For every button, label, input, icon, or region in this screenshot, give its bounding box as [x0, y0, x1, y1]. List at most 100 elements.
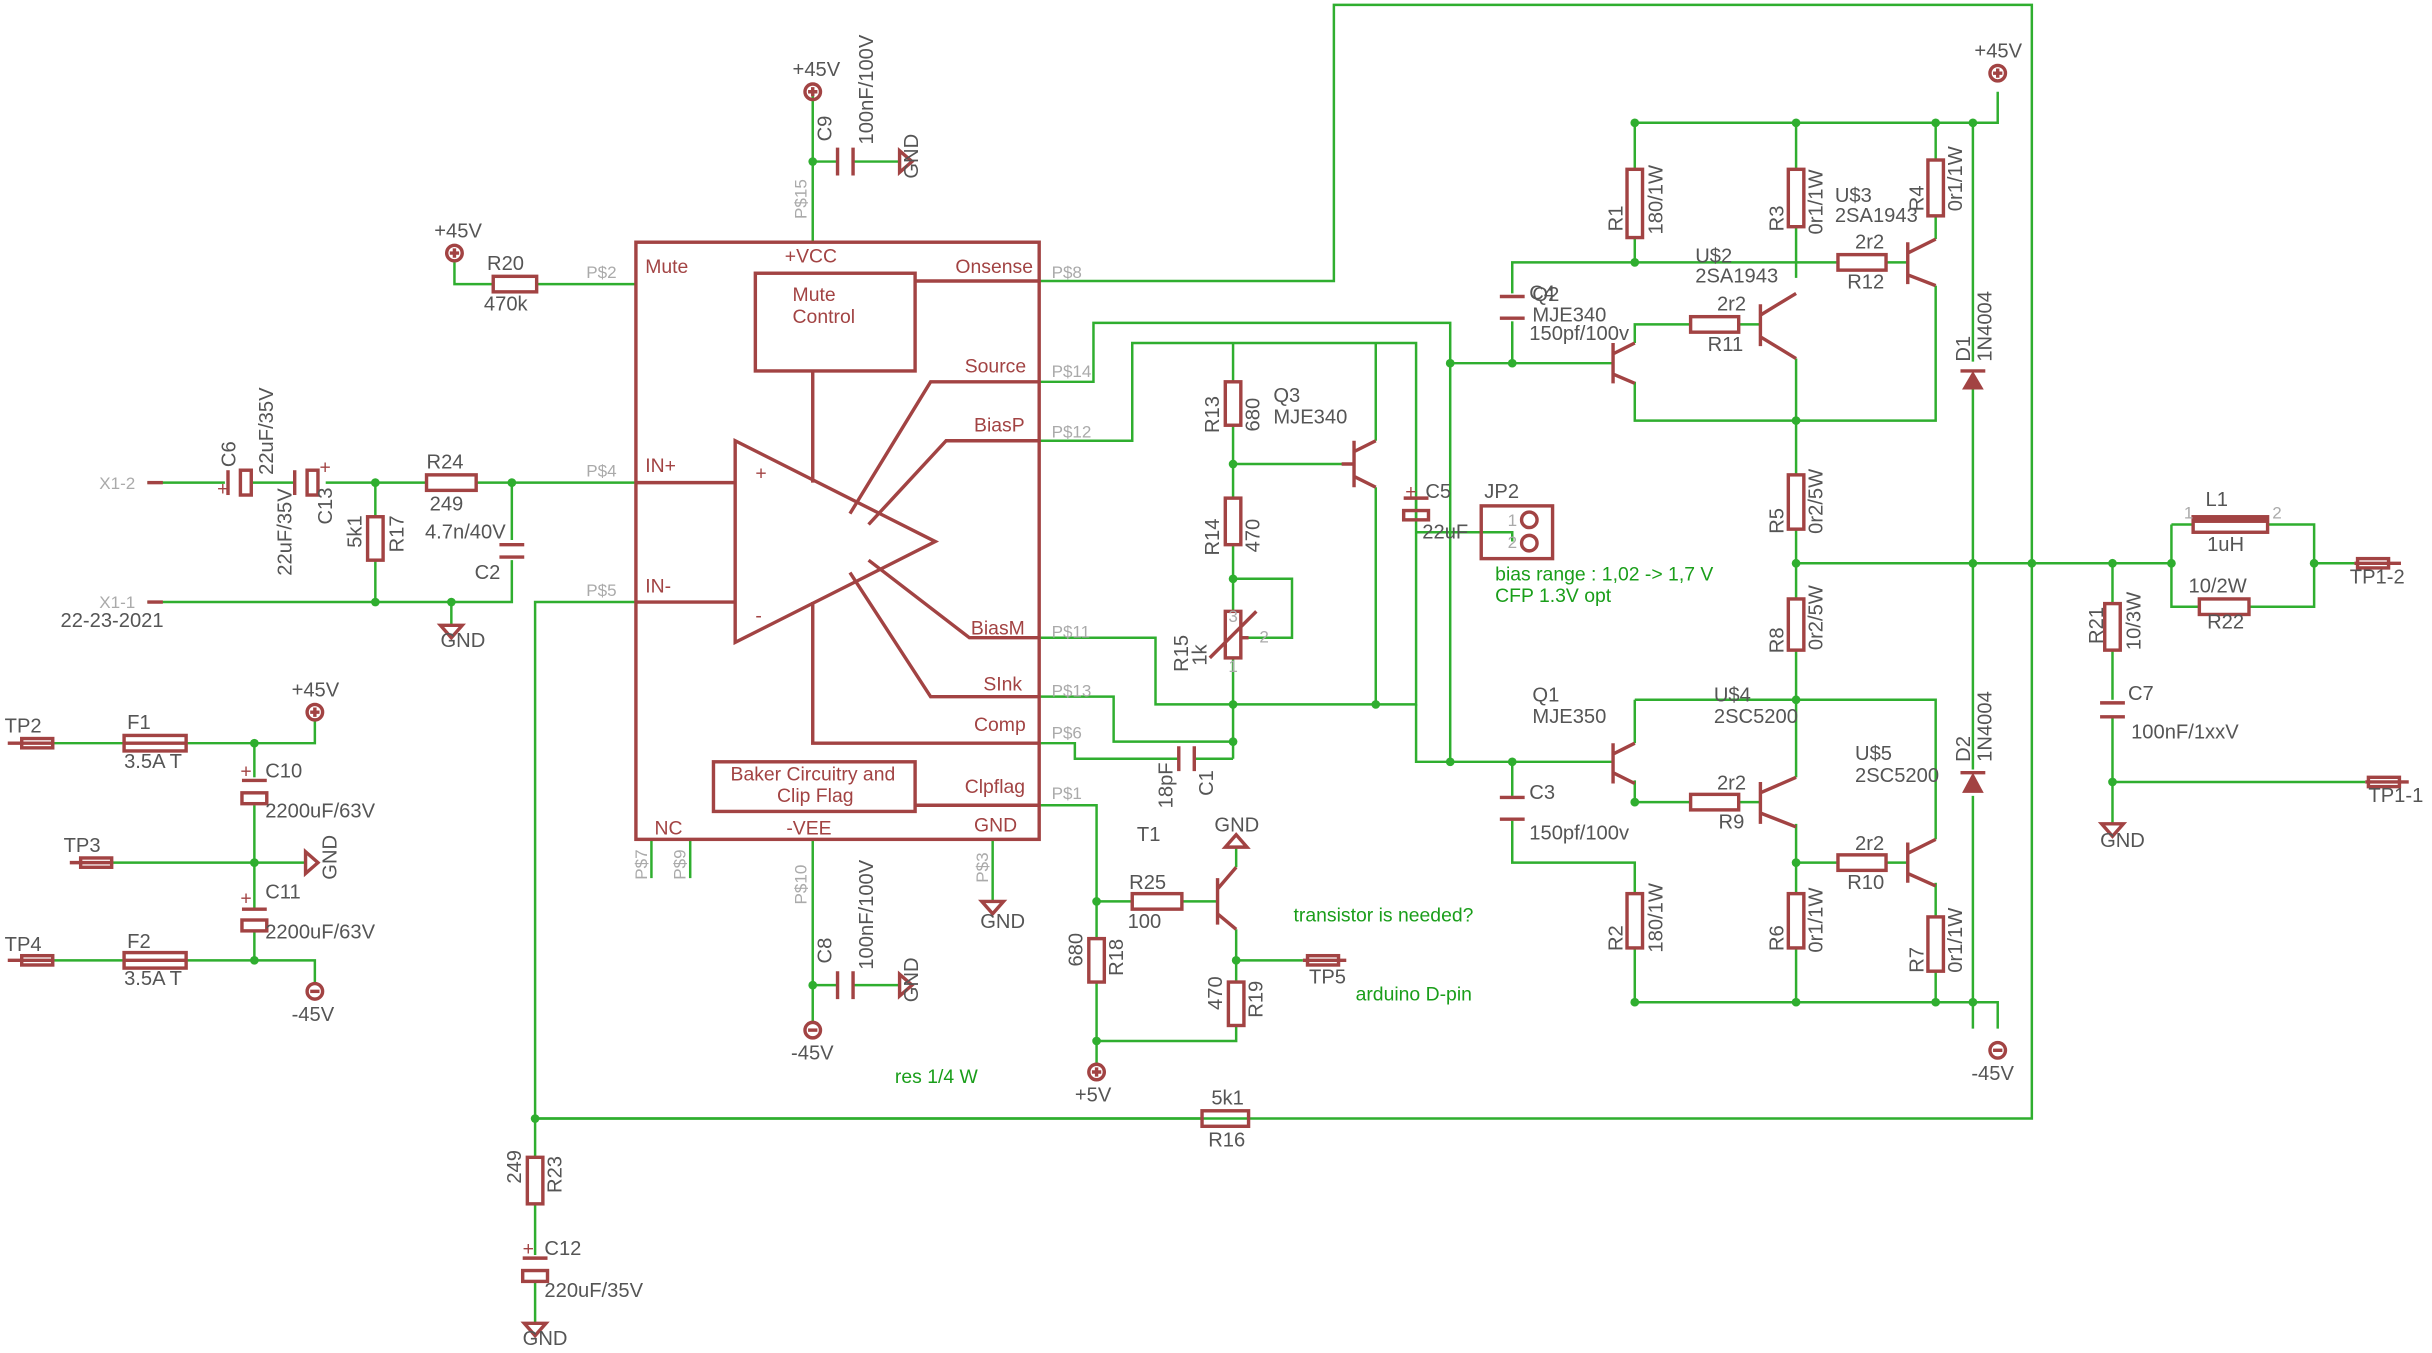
svg-text:249: 249	[430, 494, 464, 516]
vcc-symbol-output: +45V	[1974, 41, 2023, 83]
svg-text:D2: D2	[1953, 736, 1975, 762]
note-arduino: arduino D-pin	[1356, 984, 1472, 1006]
svg-text:22uF/35V: 22uF/35V	[256, 387, 278, 475]
pad-p15: P$15	[792, 179, 811, 219]
svg-text:0r2/5W: 0r2/5W	[1805, 585, 1827, 650]
svg-text:Q1: Q1	[1532, 684, 1559, 706]
pin-inm: IN-	[645, 576, 671, 598]
svg-text:R10: R10	[1847, 872, 1884, 894]
svg-text:C3: C3	[1529, 782, 1555, 804]
svg-text:2: 2	[1508, 533, 1517, 552]
svg-text:249: 249	[504, 1150, 526, 1184]
pad-p9: P$9	[671, 849, 690, 879]
svg-text:U$2: U$2	[1695, 245, 1732, 267]
svg-text:+45V: +45V	[1974, 41, 2022, 63]
pad-p5: P$5	[586, 581, 616, 600]
svg-text:+: +	[523, 1238, 534, 1260]
svg-text:1N4004: 1N4004	[1975, 291, 1997, 362]
svg-text:R14: R14	[1202, 519, 1224, 556]
pin-onsense: Onsense	[955, 256, 1033, 278]
gnd-symbol-input: GND	[436, 623, 485, 652]
svg-text:R5: R5	[1767, 508, 1789, 534]
svg-text:R2: R2	[1605, 925, 1627, 951]
svg-text:TP1-2: TP1-2	[2350, 566, 2405, 588]
pad-p12: P$12	[1052, 423, 1092, 442]
svg-text:R1: R1	[1605, 206, 1627, 232]
capacitor-c2: C24.7n/40V	[425, 521, 525, 584]
svg-text:2200uF/63V: 2200uF/63V	[265, 922, 375, 944]
svg-text:180/1W: 180/1W	[1646, 165, 1668, 234]
svg-text:10/3W: 10/3W	[2123, 592, 2145, 650]
gnd-symbol-c7: GND	[2097, 822, 2145, 852]
vee-symbol-output: -45V	[1971, 1040, 2014, 1085]
pin-inp: IN+	[645, 455, 676, 477]
svg-text:C4: C4	[1529, 283, 1555, 305]
svg-text:150pf/100v: 150pf/100v	[1529, 323, 1630, 345]
svg-text:R22: R22	[2207, 611, 2244, 633]
junctions	[250, 118, 2319, 1123]
svg-text:2r2: 2r2	[1855, 231, 1884, 253]
pad-p3: P$3	[973, 852, 992, 882]
svg-text:2SC5200: 2SC5200	[1714, 706, 1798, 728]
svg-text:10/2W: 10/2W	[2188, 576, 2246, 598]
svg-text:C6: C6	[219, 441, 241, 467]
svg-text:T1: T1	[1137, 824, 1161, 846]
opamp-triangle	[733, 437, 940, 646]
svg-text:3: 3	[1228, 607, 1237, 626]
svg-text:R19: R19	[1246, 981, 1268, 1018]
svg-text:Q2: Q2	[1532, 284, 1559, 306]
pin-comp: Comp	[974, 714, 1026, 736]
svg-text:GND: GND	[440, 630, 485, 652]
testpoint-tp1-1: TP1-1	[2365, 775, 2423, 807]
pin-gnd: GND	[974, 815, 1017, 837]
svg-text:R25: R25	[1129, 872, 1166, 894]
svg-text:R23: R23	[544, 1156, 566, 1193]
note-bias-range: bias range : 1,02 -> 1,7 V	[1495, 563, 1713, 585]
svg-text:X1-2: X1-2	[99, 474, 135, 493]
pad-labels: P$2 P$4 P$5 P$8 P$14 P$12 P$11 P$13 P$6 …	[586, 179, 1091, 904]
svg-text:2SA1943: 2SA1943	[1835, 205, 1918, 227]
vcc-symbol-psu: +45V	[292, 680, 340, 722]
svg-text:+5V: +5V	[1075, 1084, 1112, 1106]
connector-x1-1: X1-122-23-2021	[60, 593, 163, 632]
pin-biasp: BiasP	[974, 414, 1025, 436]
svg-text:5k1: 5k1	[1211, 1088, 1244, 1110]
svg-text:F1: F1	[127, 712, 151, 734]
svg-text:R15: R15	[1171, 635, 1193, 672]
svg-text:-45V: -45V	[791, 1043, 834, 1065]
opamp-minus: -	[755, 605, 761, 627]
fuse-f2: F23.5A T	[122, 931, 188, 990]
gnd-symbol-c12: GND	[520, 1321, 567, 1350]
gnd-symbol-t1: GND	[1214, 815, 1259, 849]
svg-text:R12: R12	[1847, 272, 1884, 294]
notes: transistor is needed? arduino D-pin res …	[895, 563, 1713, 1088]
svg-text:R4: R4	[1906, 185, 1928, 211]
svg-text:C12: C12	[544, 1238, 581, 1260]
svg-text:R13: R13	[1202, 396, 1224, 433]
svg-text:TP1-1: TP1-1	[2368, 785, 2423, 807]
svg-text:L1: L1	[2206, 489, 2228, 511]
svg-text:0r1/1W: 0r1/1W	[1805, 169, 1827, 234]
svg-text:GND: GND	[2100, 830, 2145, 852]
svg-text:+: +	[240, 760, 251, 782]
pin-nc: NC	[655, 818, 683, 840]
testpoint-tp1-2: TP1-2	[2350, 556, 2405, 588]
